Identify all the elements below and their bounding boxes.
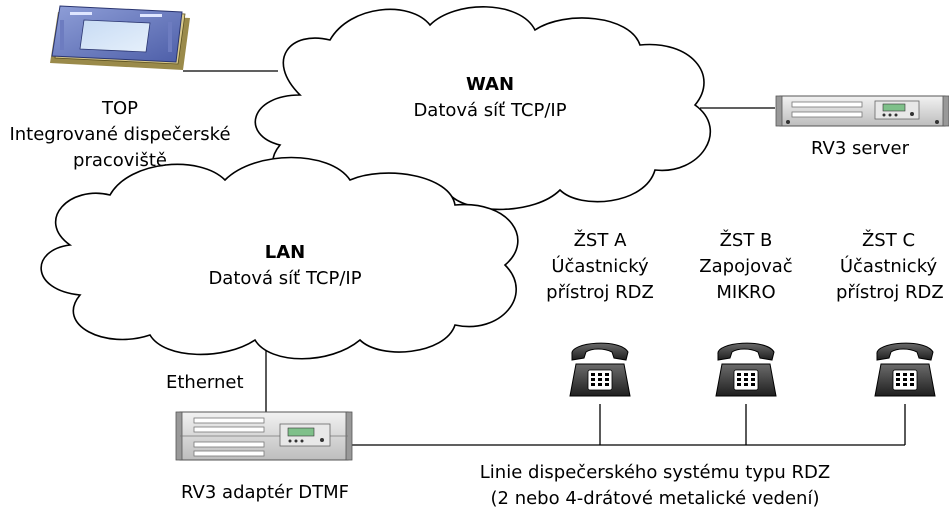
station-line2: MIKRO (716, 282, 776, 303)
station-label-zst-c: ŽST C Účastnický přístroj RDZ (828, 228, 949, 306)
lan-cloud (40, 156, 519, 360)
rv3-adapter-icon (175, 411, 353, 461)
station-name: ŽST C (861, 230, 916, 251)
wan-subtitle: Datová síť TCP/IP (413, 100, 567, 121)
top-terminal-desc-line1: Integrované dispečerské (9, 124, 231, 145)
station-line1: Účastnický (839, 256, 938, 277)
station-name: ŽST B (719, 230, 773, 251)
top-terminal-label: TOP Integrované dispečerské pracoviště (0, 96, 240, 174)
lan-title: LAN (264, 242, 306, 263)
phone-icon-zst-b (715, 342, 777, 397)
rv3-server-icon (775, 95, 949, 127)
top-terminal-name: TOP (101, 98, 139, 119)
rv3-server-label: RV3 server (811, 138, 909, 159)
station-name: ŽST A (573, 230, 627, 251)
station-line1: Účastnický (551, 256, 649, 277)
lan-subtitle: Datová síť TCP/IP (208, 268, 362, 289)
wan-label: WAN Datová síť TCP/IP (370, 72, 610, 124)
rv3-adapter-label: RV3 adaptér DTMF (181, 482, 349, 503)
phone-icon-zst-a (569, 342, 631, 397)
station-label-zst-b: ŽST B Zapojovač MIKRO (666, 228, 826, 306)
phone-icon-zst-c (874, 342, 936, 397)
station-line2: přístroj RDZ (836, 282, 944, 303)
wan-title: WAN (465, 74, 515, 95)
station-label-zst-a: ŽST A Účastnický přístroj RDZ (515, 228, 685, 306)
bus-line-label: Linie dispečerského systému typu RDZ (2 … (440, 460, 870, 512)
top-terminal-desc-line2: pracoviště (73, 150, 167, 171)
station-line1: Zapojovač (699, 256, 793, 277)
ethernet-label: Ethernet (166, 372, 244, 393)
top-terminal-icon (50, 5, 190, 70)
bus-line-line2: (2 nebo 4-drátové metalické vedení) (490, 488, 820, 509)
lan-label: LAN Datová síť TCP/IP (165, 240, 405, 292)
station-line2: přístroj RDZ (546, 282, 654, 303)
bus-line-line1: Linie dispečerského systému typu RDZ (479, 462, 831, 483)
